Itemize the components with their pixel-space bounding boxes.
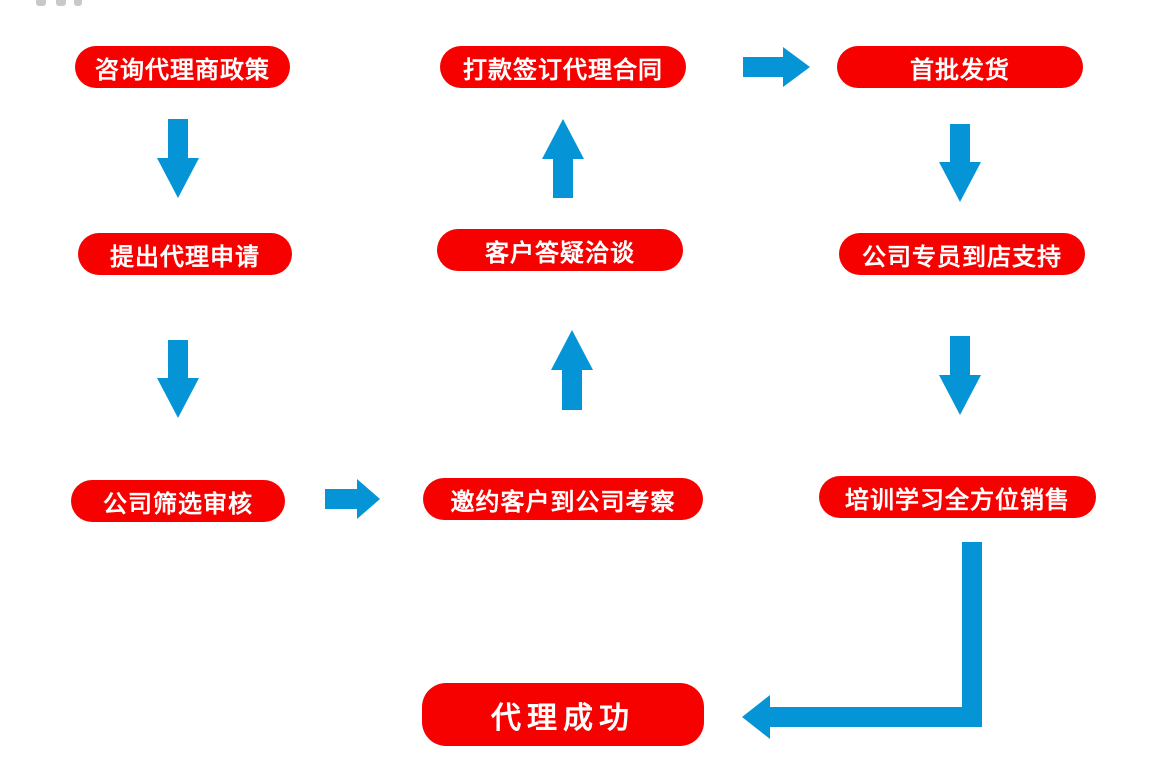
arrow-down-icon [939,336,981,415]
elbow-arrow-icon [742,542,982,739]
step-store-support: 公司专员到店支持 [839,233,1085,275]
step-sign-contract: 打款签订代理合同 [440,46,686,88]
arrow-up-icon [551,330,593,410]
corner-mark [56,0,66,6]
arrow-down-icon [157,340,199,418]
step-company-screening: 公司筛选审核 [71,480,285,522]
step-agency-success: 代理成功 [422,683,704,746]
step-first-shipment: 首批发货 [837,46,1083,88]
corner-mark [74,0,82,6]
step-customer-qa: 客户答疑洽谈 [437,229,683,271]
step-sales-training: 培训学习全方位销售 [819,476,1096,518]
step-consult-policy: 咨询代理商政策 [75,46,290,88]
arrow-down-icon [939,124,981,202]
arrow-right-icon [325,479,380,519]
step-submit-application: 提出代理申请 [78,233,292,275]
arrow-right-icon [743,47,810,87]
step-invite-visit: 邀约客户到公司考察 [423,478,703,520]
arrow-down-icon [157,119,199,198]
corner-mark [36,0,46,6]
arrow-up-icon [542,119,584,198]
